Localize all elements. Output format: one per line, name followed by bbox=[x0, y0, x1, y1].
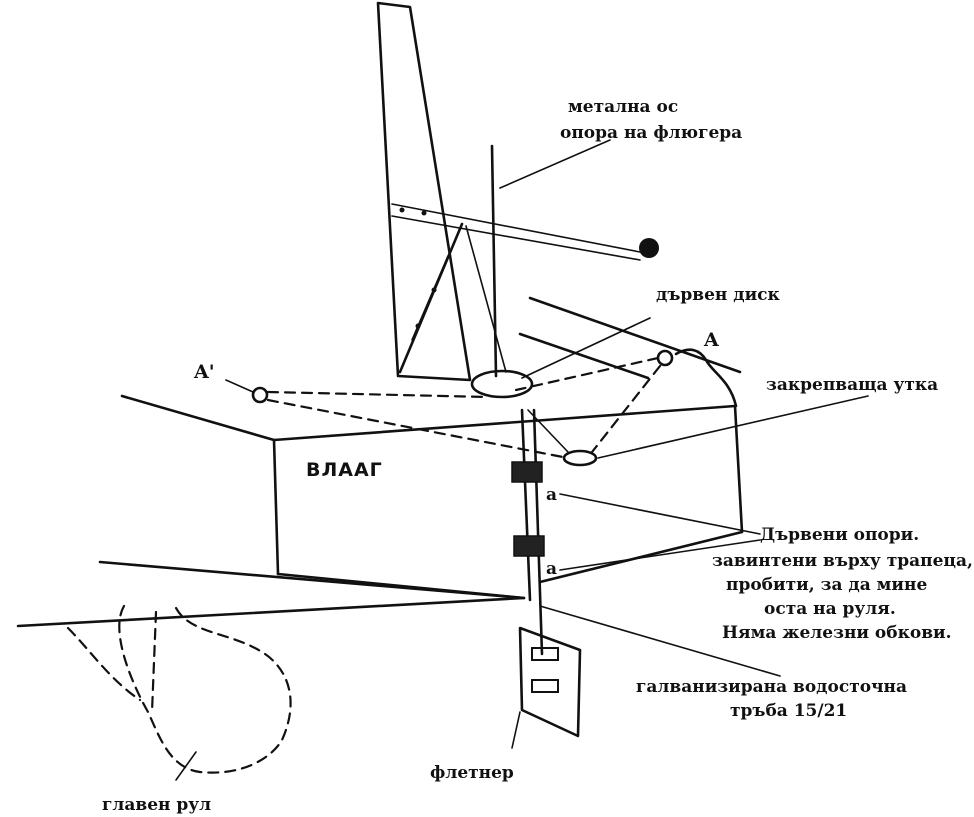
vane-brace-right bbox=[465, 225, 507, 373]
rivet bbox=[431, 287, 437, 293]
transom-top-edge bbox=[272, 404, 737, 442]
rudder-shaft-right bbox=[532, 408, 544, 656]
label-cleat: закрепваща утка bbox=[766, 375, 938, 395]
leader-support-2 bbox=[559, 539, 761, 571]
leader-flettner bbox=[511, 711, 521, 749]
rivet bbox=[421, 210, 427, 216]
label-transom: ВЛААГ bbox=[306, 459, 383, 481]
label-wooden-supports-3: пробити, за да мине bbox=[726, 575, 927, 595]
label-wooden-supports-2: завинтени върху трапеца, bbox=[712, 551, 973, 571]
label-wooden-supports-5: Няма железни обкови. bbox=[722, 623, 952, 643]
tiller-arm bbox=[527, 409, 569, 453]
label-point-a-prime: A' bbox=[193, 361, 215, 383]
flettner-plate bbox=[518, 626, 582, 738]
leader-a-prime bbox=[225, 379, 254, 393]
rudder-shaft-left bbox=[520, 408, 532, 602]
vane-counterweight-arm-lower bbox=[391, 215, 641, 261]
leader-main-rudder bbox=[175, 751, 197, 781]
cleat bbox=[562, 449, 598, 467]
main-rudder-outline bbox=[118, 604, 292, 774]
transom-right-edge bbox=[733, 404, 744, 534]
leader-support-1 bbox=[559, 493, 761, 535]
point-a-marker bbox=[656, 349, 674, 367]
keel-line bbox=[16, 596, 526, 628]
metal-axle bbox=[490, 144, 498, 378]
hull-bottom-edge bbox=[98, 560, 526, 600]
deck-corner bbox=[674, 348, 738, 408]
control-line-4 bbox=[590, 364, 662, 454]
label-point-a: A bbox=[703, 329, 719, 351]
label-wooden-supports-1: Дървени опори. bbox=[760, 525, 919, 545]
deck-edge-lower bbox=[518, 332, 650, 380]
transom-bottom-right-edge bbox=[538, 530, 744, 584]
rivet bbox=[399, 207, 405, 213]
label-pipe-2: тръба 15/21 bbox=[730, 701, 847, 721]
leader-cleat bbox=[597, 395, 869, 459]
label-metal-axis-2: опора на флюгера bbox=[560, 123, 742, 143]
wooden-support-1 bbox=[511, 461, 543, 483]
main-rudder-post bbox=[150, 610, 158, 714]
label-wooden-supports-4: оста на руля. bbox=[764, 599, 896, 619]
label-wooden-disk: дървен диск bbox=[656, 285, 781, 305]
wooden-disk bbox=[470, 369, 534, 399]
vane-counterweight-arm-upper bbox=[391, 203, 641, 253]
label-pipe-1: галванизирана водосточна bbox=[636, 677, 907, 697]
point-a-prime-marker bbox=[251, 386, 269, 404]
leader-metal-axle bbox=[499, 139, 611, 189]
label-small-a-2: а bbox=[546, 559, 557, 579]
leader-wooden-disk bbox=[521, 317, 651, 379]
vane-blade bbox=[376, 1, 472, 382]
label-metal-axis-1: метална ос bbox=[568, 97, 678, 117]
wooden-support-2 bbox=[513, 535, 545, 557]
transom-left-edge bbox=[272, 438, 280, 576]
vane-brace-left bbox=[398, 222, 464, 374]
control-line-1 bbox=[266, 390, 490, 399]
label-small-a-1: а bbox=[546, 485, 557, 505]
flettner-clamp-1 bbox=[531, 647, 559, 661]
rivet bbox=[415, 323, 421, 329]
counterweight bbox=[639, 238, 659, 258]
leader-pipe bbox=[539, 605, 781, 677]
control-line-3 bbox=[514, 356, 660, 392]
transom bbox=[16, 394, 744, 628]
flettner-clamp-2 bbox=[531, 679, 559, 693]
label-main-rudder: главен рул bbox=[102, 795, 211, 815]
wind-vane bbox=[376, 1, 659, 382]
main-rudder-hull-curve bbox=[66, 626, 142, 702]
label-flettner: флетнер bbox=[430, 763, 514, 783]
hull-top-edge-left bbox=[120, 394, 276, 442]
